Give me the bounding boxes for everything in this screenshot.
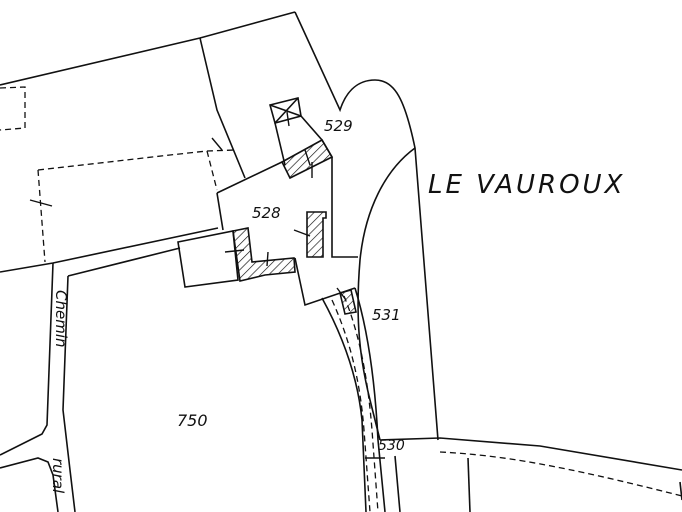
parcel-label: 530: [378, 438, 405, 454]
dashed-boundaries: [0, 86, 236, 263]
boundary-arrows: [29, 111, 385, 459]
building-528-west: [232, 227, 296, 282]
buildings: [232, 138, 357, 315]
parcel-label: 750: [177, 411, 208, 430]
road-name-line2: rural: [49, 458, 67, 494]
building-531: [339, 289, 357, 315]
road-name-line1: Chemin: [52, 290, 70, 348]
parcel-label: 529: [324, 117, 353, 135]
parcel-label: 531: [372, 306, 401, 324]
building-528-east: [306, 211, 327, 258]
parcel-boundaries: [0, 11, 682, 512]
place-name: LE VAUROUX: [428, 170, 625, 200]
parcel-label: 528: [252, 204, 281, 222]
building-529: [280, 138, 334, 180]
